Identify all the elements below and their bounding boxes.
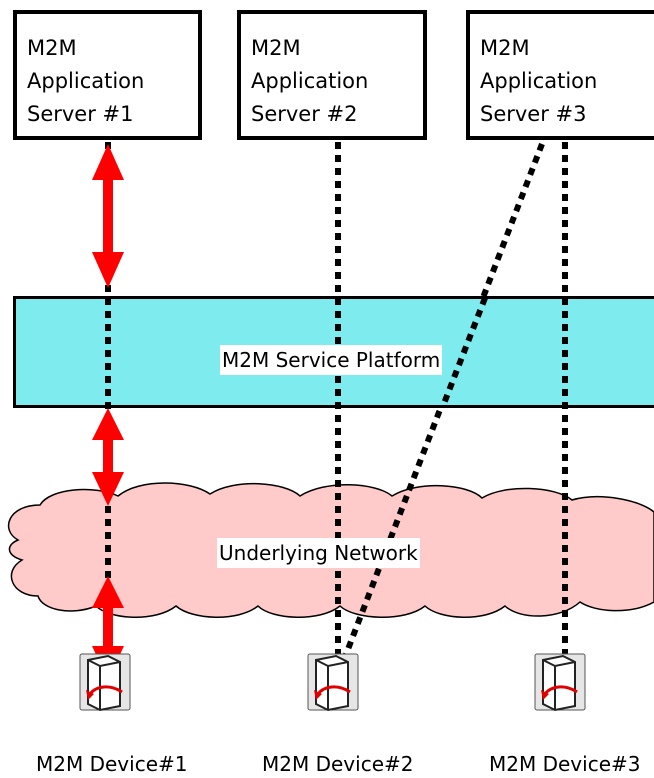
connector-over-platform-diag: [440, 296, 488, 408]
server-3-line1: M2M: [480, 36, 530, 60]
server-1-line1: M2M: [27, 36, 77, 60]
server-1-line2: Application: [27, 69, 145, 93]
device3-icon: [534, 653, 586, 712]
application-server-2-box: M2M Application Server #2: [237, 10, 427, 140]
double-arrow-server-platform: [92, 144, 124, 288]
device2-icon: [307, 653, 359, 712]
double-arrow-platform-network: [92, 408, 124, 506]
server-1-line3: Server #1: [27, 102, 134, 126]
connector-line-server3-device2: [337, 142, 545, 672]
device-3-label: M2M Device#3: [489, 752, 641, 776]
application-server-1-box: M2M Application Server #1: [13, 10, 202, 140]
device1-icon: [79, 653, 131, 712]
server-2-line1: M2M: [251, 36, 301, 60]
service-platform-label: M2M Service Platform: [220, 345, 443, 375]
server-2-line2: Application: [251, 69, 369, 93]
device-2-label: M2M Device#2: [262, 752, 414, 776]
server-2-line3: Server #2: [251, 102, 358, 126]
device-1-label: M2M Device#1: [36, 752, 188, 776]
application-server-3-box: M2M Application Server #3: [466, 10, 654, 140]
server-3-line2: Application: [480, 69, 598, 93]
underlying-network-label: Underlying Network: [217, 538, 420, 568]
server-3-line3: Server #3: [480, 102, 587, 126]
